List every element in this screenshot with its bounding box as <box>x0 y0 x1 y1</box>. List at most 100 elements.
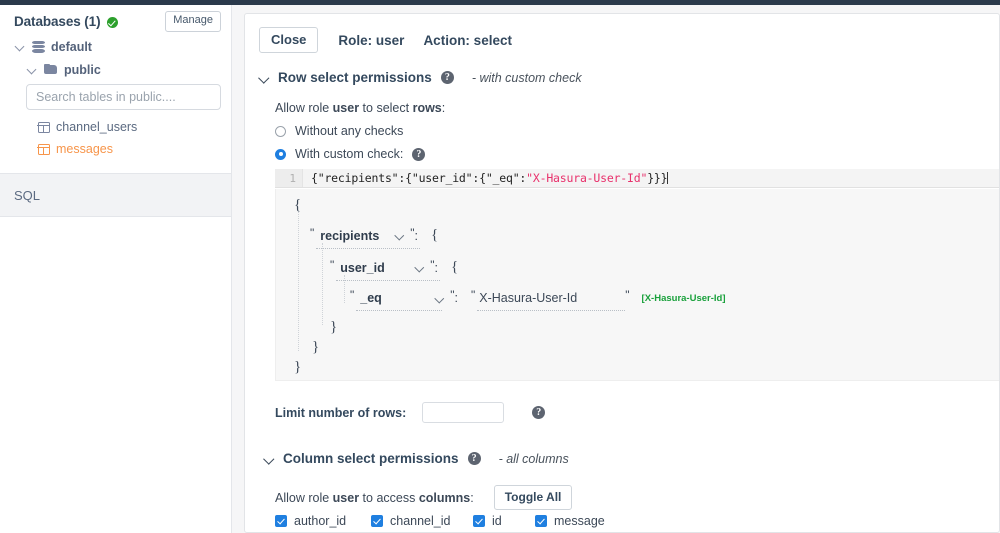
checkbox-icon[interactable] <box>275 515 287 527</box>
json-key-field[interactable]: recipients <box>314 228 421 249</box>
json-key-label: recipients <box>320 228 380 243</box>
column-select-permissions-header[interactable]: Column select permissions ? - all column… <box>245 451 569 466</box>
allow-role: user <box>332 490 360 505</box>
table-icon <box>37 121 50 133</box>
tree-item-public[interactable]: public <box>0 58 231 81</box>
allow-mid: to select <box>359 101 413 115</box>
code-content[interactable]: {"recipients":{"user_id":{"_eq":"X-Hasur… <box>303 169 999 187</box>
tree-item-label: public <box>64 62 101 77</box>
field-underline <box>477 310 626 311</box>
search-container <box>0 81 231 116</box>
json-open-brace: { <box>294 197 301 214</box>
json-value-field[interactable]: X-Hasura-User-Id <box>475 291 626 311</box>
json-value-label: X-Hasura-User-Id <box>479 291 578 305</box>
json-key-field[interactable]: user_id <box>334 261 441 281</box>
section-note: - with custom check <box>471 70 582 85</box>
manage-button[interactable]: Manage <box>165 11 221 32</box>
checkbox-icon[interactable] <box>535 515 547 527</box>
main-panel: Close Role: user Action: select Row sele… <box>232 5 1000 533</box>
chevron-down-icon[interactable] <box>416 263 425 272</box>
radio-icon[interactable] <box>275 148 286 160</box>
column-checkbox-id[interactable]: id <box>473 514 535 528</box>
code-prefix: {"recipients":{"user_id":{"_eq": <box>311 171 527 185</box>
colon-glyph: : <box>434 260 439 275</box>
help-icon[interactable]: ? <box>412 147 426 161</box>
limit-rows-row: Limit number of rows: ? <box>245 402 546 423</box>
allow-mid: to access <box>359 490 419 505</box>
section-title: Column select permissions <box>283 451 459 466</box>
brace-glyph: } <box>312 339 320 355</box>
radio-with-custom-check[interactable]: With custom check: ? <box>245 147 999 161</box>
chevron-down-icon[interactable] <box>436 294 445 303</box>
column-checkbox-message[interactable]: message <box>535 514 605 528</box>
custom-check-code-editor[interactable]: 1 {"recipients":{"user_id":{"_eq":"X-Has… <box>275 169 999 188</box>
folder-icon <box>44 64 58 75</box>
json-tree-builder: { " recipients " : { " <box>275 189 999 381</box>
table-item-channel-users[interactable]: channel_users <box>0 116 231 138</box>
table-item-label: channel_users <box>56 120 138 134</box>
quote-glyph: " <box>330 257 335 272</box>
json-key-field[interactable]: _eq <box>354 291 450 311</box>
allow-target: rows <box>412 101 442 115</box>
field-underline <box>316 247 421 249</box>
tree-item-default[interactable]: default <box>0 35 231 58</box>
allow-columns-row: Allow role user to access columns: Toggl… <box>245 485 573 510</box>
chevron-down-icon[interactable] <box>396 231 405 240</box>
code-line[interactable]: 1 {"recipients":{"user_id":{"_eq":"X-Has… <box>275 169 999 188</box>
indent-guide <box>322 243 323 325</box>
colon-glyph: : <box>414 228 419 243</box>
row-select-permissions-header[interactable]: Row select permissions ? - with custom c… <box>245 70 999 85</box>
help-icon[interactable]: ? <box>532 406 546 419</box>
sidebar: Databases (1) Manage default public chan… <box>0 5 232 533</box>
search-input[interactable] <box>26 84 221 110</box>
colon-glyph: : <box>454 291 459 305</box>
brace-glyph: } <box>330 319 338 335</box>
checkbox-icon[interactable] <box>371 515 383 527</box>
column-checkbox-list: author_id channel_id id message <box>245 514 605 528</box>
allow-prefix: Allow role <box>275 490 333 505</box>
radio-without-any-checks[interactable]: Without any checks <box>245 124 999 138</box>
role-label: Role: user <box>338 32 405 48</box>
permissions-card: Close Role: user Action: select Row sele… <box>244 13 1000 533</box>
column-checkbox-author-id[interactable]: author_id <box>275 514 371 528</box>
json-close-brace-2: } <box>312 339 319 356</box>
help-icon[interactable]: ? <box>440 71 454 84</box>
field-underline <box>356 310 443 311</box>
section-note: - all columns <box>498 451 569 466</box>
table-icon <box>37 143 50 155</box>
line-number: 1 <box>275 169 303 187</box>
column-label: channel_id <box>390 514 451 528</box>
chevron-down-icon[interactable] <box>264 453 276 465</box>
radio-label: Without any checks <box>295 124 404 138</box>
allow-role: user <box>332 101 360 115</box>
limit-rows-input[interactable] <box>422 402 505 423</box>
chevron-down-icon[interactable] <box>14 40 27 53</box>
allow-columns-text: Allow role user to access columns: <box>275 491 474 505</box>
chevron-down-icon[interactable] <box>26 63 39 76</box>
section-title: Row select permissions <box>278 70 432 85</box>
brace-glyph: { <box>431 227 439 243</box>
help-icon[interactable]: ? <box>467 452 481 465</box>
field-underline <box>336 279 441 281</box>
quote-glyph: " <box>430 257 435 272</box>
databases-title: Databases (1) <box>14 14 101 29</box>
chevron-down-icon[interactable] <box>259 72 271 84</box>
column-label: author_id <box>294 514 347 528</box>
json-key-label: _eq <box>360 291 382 305</box>
radio-icon[interactable] <box>275 125 286 137</box>
green-check-icon <box>106 17 118 28</box>
close-button[interactable]: Close <box>259 27 319 53</box>
text-caret <box>667 172 669 184</box>
quote-glyph: " <box>625 288 630 302</box>
tree-item-label: default <box>51 39 92 54</box>
session-variable-suggestion[interactable]: [X-Hasura-User-Id] <box>641 292 726 304</box>
limit-rows-label: Limit number of rows: <box>275 405 407 420</box>
checkbox-icon[interactable] <box>473 515 485 527</box>
code-string: "X-Hasura-User-Id" <box>526 171 648 185</box>
table-item-messages[interactable]: messages <box>0 138 231 160</box>
json-close-brace-3: } <box>330 319 337 336</box>
column-checkbox-channel-id[interactable]: channel_id <box>371 514 473 528</box>
sidebar-item-sql[interactable]: SQL <box>0 173 231 217</box>
databases-header: Databases (1) Manage <box>0 5 231 35</box>
toggle-all-button[interactable]: Toggle All <box>493 485 573 510</box>
